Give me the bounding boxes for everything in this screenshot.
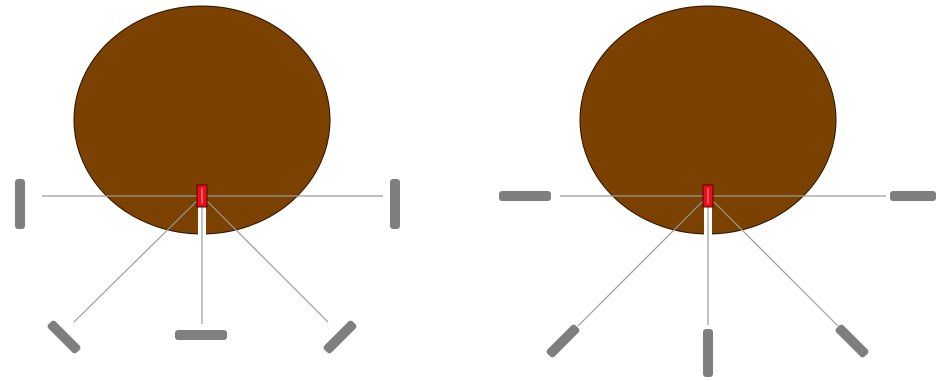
gray-bar-right [890, 191, 936, 201]
gray-bar-bottom [703, 329, 713, 377]
gray-bar-bottom-right [834, 323, 869, 358]
gray-bar-bottom-right [322, 319, 357, 354]
left-diagram [15, 6, 400, 355]
gray-bar-left [499, 191, 551, 201]
gray-bar-right [390, 179, 400, 229]
right-diagram [499, 6, 936, 377]
gray-bar-left [15, 179, 25, 229]
gray-bar-bottom [175, 330, 227, 340]
gray-bar-bottom-left [545, 323, 580, 358]
gray-bar-bottom-left [46, 319, 81, 354]
